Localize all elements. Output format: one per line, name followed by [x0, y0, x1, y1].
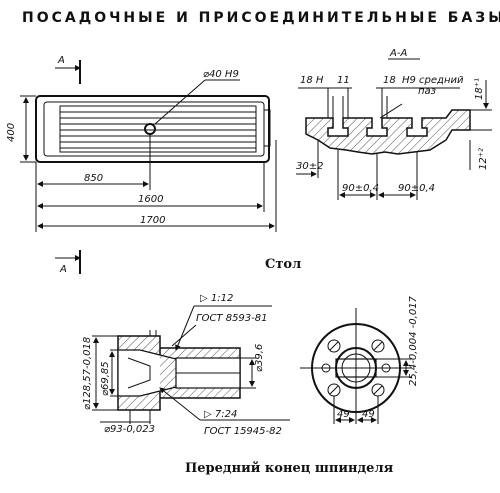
dim-850: 850 — [84, 173, 103, 184]
dim-d69: ⌀69,85 — [100, 361, 111, 396]
dim-49a: 49 — [337, 409, 350, 420]
dim-1700: 1700 — [140, 215, 165, 226]
dim-90a: 90±0,4 — [342, 183, 379, 194]
table-section-aa: А-А 18 H 11 18 H9 средний паз 18⁺¹ 30±2 … — [296, 48, 492, 200]
table-caption: Стол — [265, 257, 302, 272]
spindle-caption: Передний конец шпинделя — [185, 461, 394, 476]
bolt-holes — [321, 339, 391, 397]
dim-90b: 90±0,4 — [398, 183, 435, 194]
dim-d39: ⌀39,6 — [254, 344, 265, 372]
taper-bottom: ▷ 7:24 — [204, 409, 237, 420]
dim-d93: ⌀93-0,023 — [104, 424, 155, 435]
gost-top: ГОСТ 8593-81 — [196, 313, 268, 324]
dim-30: 30±2 — [296, 161, 323, 172]
gost-bottom: ГОСТ 15945-82 — [204, 426, 282, 437]
spindle-front-view: 25,4-0,004 -0,017 49 49 — [300, 295, 419, 424]
table-top-view: А А ⌀40 H9 400 850 — [6, 55, 277, 275]
dim-49b: 49 — [362, 409, 375, 420]
dim-12: 12⁺² — [478, 148, 489, 170]
section-label: А-А — [389, 48, 407, 59]
dim-slot-note-2: паз — [418, 86, 436, 97]
dim-18-tol: 18⁺¹ — [474, 78, 485, 100]
dim-18h: 18 H — [300, 75, 324, 86]
page-title: ПОСАДОЧНЫЕ И ПРИСОЕДИНИТЕЛЬНЫЕ БАЗЫ — [22, 10, 500, 26]
center-hole — [144, 123, 156, 135]
dim-11: 11 — [337, 75, 350, 86]
dim-d25: 25,4-0,004 -0,017 — [408, 295, 419, 386]
section-mark-bottom: А — [59, 264, 67, 275]
taper-top: ▷ 1:12 — [200, 293, 233, 304]
section-mark-top: А — [57, 55, 65, 66]
dim-d128: ⌀128,57-0,018 — [82, 337, 93, 410]
dim-height: 400 — [6, 123, 17, 142]
dim-slot-note-1: H9 средний — [402, 75, 464, 86]
dim-1600: 1600 — [138, 194, 163, 205]
spindle-side-view: ▷ 1:12 ГОСТ 8593-81 ▷ 7:24 ГОСТ 15945-82… — [82, 293, 290, 437]
dim-18: 18 — [383, 75, 396, 86]
dim-hole: ⌀40 H9 — [203, 69, 239, 80]
